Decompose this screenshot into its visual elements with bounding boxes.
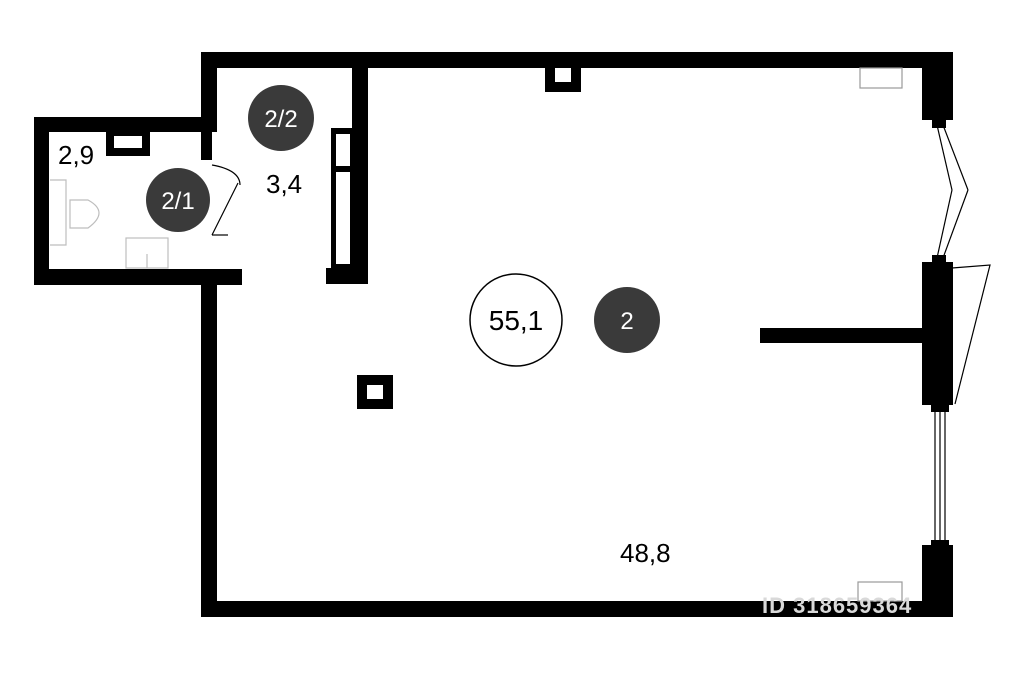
walls: [34, 52, 953, 617]
main-room-area-label: 48,8: [620, 538, 671, 568]
radiators: [857, 67, 903, 602]
hall-area-label: 3,4: [266, 169, 302, 199]
bathroom-area-label: 2,9: [58, 140, 94, 170]
badge-hall: 2/2: [248, 85, 314, 151]
badge-main: 2: [594, 287, 660, 353]
badge-main-label: 2: [620, 308, 633, 335]
columns: [106, 66, 581, 409]
window-swing: [951, 264, 991, 405]
window-glazing: [931, 404, 949, 548]
badge-bathroom: 2/1: [146, 168, 210, 232]
total-area: 55,1: [469, 273, 563, 367]
watermark: ID 318659364: [762, 593, 912, 618]
bathroom-fixtures: [50, 179, 169, 269]
badge-bathroom-label: 2/1: [161, 188, 194, 215]
total-area-label: 55,1: [489, 305, 544, 336]
balcony-door: [932, 120, 969, 263]
bathroom-door: [211, 164, 241, 236]
badge-hall-label: 2/2: [264, 106, 297, 133]
